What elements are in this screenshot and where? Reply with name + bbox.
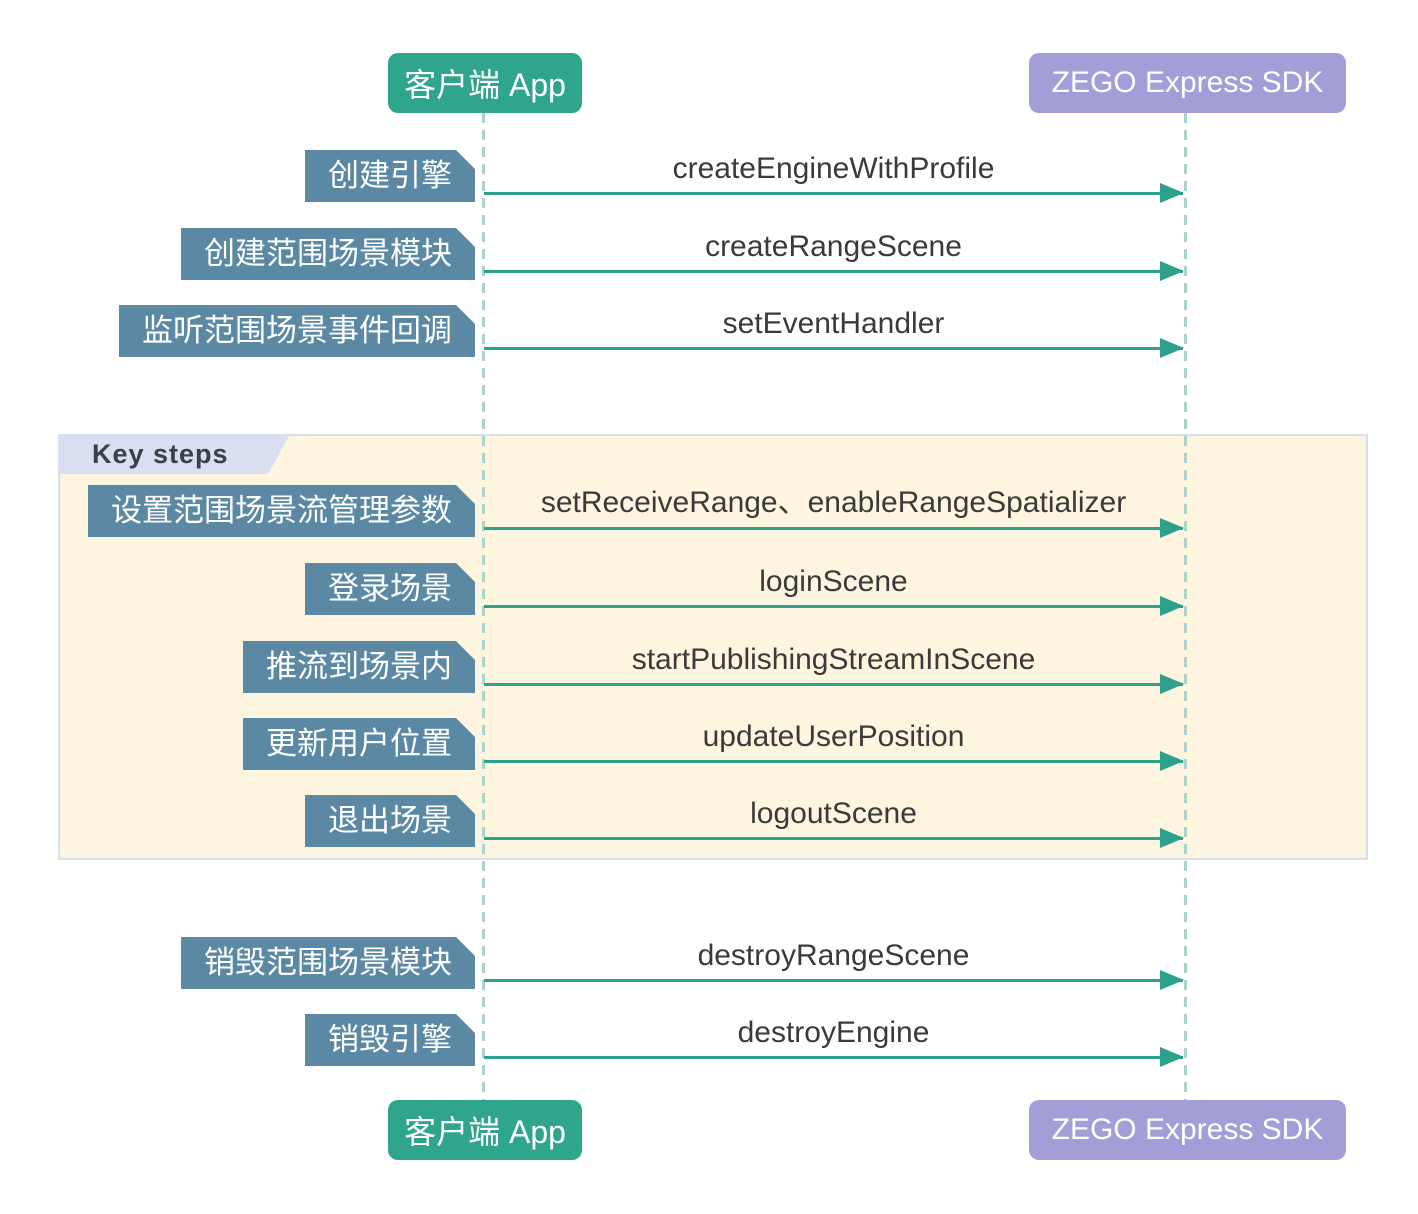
arrowhead-icon xyxy=(1160,1047,1184,1067)
sdk-actor-bottom: ZEGO Express SDK xyxy=(1029,1100,1346,1160)
message-label: setEventHandler xyxy=(722,307,945,340)
arrowhead-icon xyxy=(1160,751,1184,771)
message-arrow xyxy=(484,261,1184,281)
step-label: 监听范围场景事件回调 xyxy=(119,305,475,357)
step-label: 销毁引擎 xyxy=(305,1014,475,1066)
sequence-row: 销毁引擎 destroyEngine xyxy=(0,1014,1418,1067)
message-label: createEngineWithProfile xyxy=(672,152,995,185)
message-label: createRangeScene xyxy=(705,230,962,263)
message-label: startPublishingStreamInScene xyxy=(631,643,1036,676)
sequence-row: 监听范围场景事件回调 setEventHandler xyxy=(0,305,1418,358)
message-arrow xyxy=(484,970,1184,990)
sequence-row: 推流到场景内 startPublishingStreamInScene xyxy=(0,641,1418,694)
message-label: destroyEngine xyxy=(737,1016,930,1049)
sequence-row: 设置范围场景流管理参数 setReceiveRange、enableRangeS… xyxy=(0,485,1418,538)
sdk-lifeline xyxy=(1184,113,1187,1101)
sequence-row: 退出场景 logoutScene xyxy=(0,795,1418,848)
sequence-row: 创建引擎 createEngineWithProfile xyxy=(0,150,1418,203)
message-arrow xyxy=(484,674,1184,694)
message-arrow xyxy=(484,751,1184,771)
message-label: logoutScene xyxy=(750,797,917,830)
message-label: destroyRangeScene xyxy=(697,939,970,972)
sequence-row: 登录场景 loginScene xyxy=(0,563,1418,616)
key-steps-label: Key steps xyxy=(58,434,290,474)
arrowhead-icon xyxy=(1160,338,1184,358)
sequence-row: 更新用户位置 updateUserPosition xyxy=(0,718,1418,771)
client-actor-top: 客户端 App xyxy=(388,53,582,113)
message-arrow xyxy=(484,183,1184,203)
arrowhead-icon xyxy=(1160,183,1184,203)
sdk-actor-top: ZEGO Express SDK xyxy=(1029,53,1346,113)
step-label: 创建范围场景模块 xyxy=(181,228,475,280)
arrowhead-icon xyxy=(1160,518,1184,538)
step-label: 更新用户位置 xyxy=(243,718,475,770)
step-label: 登录场景 xyxy=(305,563,475,615)
message-arrow xyxy=(484,828,1184,848)
message-label: setReceiveRange、enableRangeSpatializer xyxy=(540,486,1127,519)
step-label: 推流到场景内 xyxy=(243,641,475,693)
arrowhead-icon xyxy=(1160,596,1184,616)
step-label: 创建引擎 xyxy=(305,150,475,202)
message-label: loginScene xyxy=(759,565,908,598)
message-arrow xyxy=(484,338,1184,358)
arrowhead-icon xyxy=(1160,674,1184,694)
step-label: 销毁范围场景模块 xyxy=(181,937,475,989)
message-arrow xyxy=(484,1047,1184,1067)
message-label: updateUserPosition xyxy=(702,720,965,753)
arrowhead-icon xyxy=(1160,970,1184,990)
client-actor-bottom: 客户端 App xyxy=(388,1100,582,1160)
step-label: 设置范围场景流管理参数 xyxy=(88,485,475,537)
sequence-row: 销毁范围场景模块 destroyRangeScene xyxy=(0,937,1418,990)
step-label: 退出场景 xyxy=(305,795,475,847)
message-arrow xyxy=(484,518,1184,538)
arrowhead-icon xyxy=(1160,828,1184,848)
client-lifeline xyxy=(482,113,485,1101)
sequence-row: 创建范围场景模块 createRangeScene xyxy=(0,228,1418,281)
arrowhead-icon xyxy=(1160,261,1184,281)
message-arrow xyxy=(484,596,1184,616)
